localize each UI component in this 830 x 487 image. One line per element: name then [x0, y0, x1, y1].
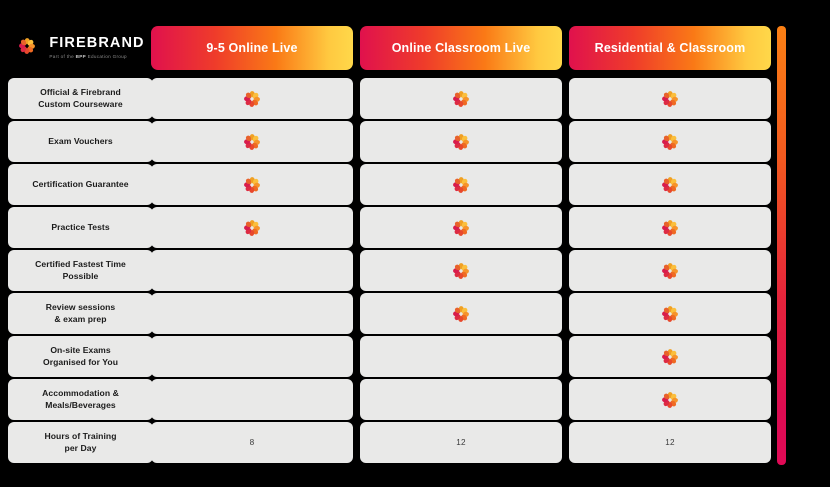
cell-row-official-firebrand-custom-courseware-col-9-5-online-live [151, 78, 353, 119]
cell-row-hours-of-training-per-day-col-9-5-online-live: 8 [151, 422, 353, 463]
firebrand-pinwheel-check-icon [659, 174, 681, 196]
cell-row-hours-of-training-per-day-col-residential-classroom: 12 [569, 422, 771, 463]
row-label-text: Exam Vouchers [48, 135, 113, 146]
firebrand-pinwheel-check-icon [241, 174, 263, 196]
cell-row-certified-fastest-time-possible-col-9-5-online-live [151, 250, 353, 291]
firebrand-pinwheel-check-icon [450, 217, 472, 239]
brand-tagline: Part of the BPP Education Group [49, 54, 127, 60]
column-header-1[interactable]: 9-5 Online Live [151, 26, 353, 70]
cell-row-hours-of-training-per-day-col-online-classroom-live: 12 [360, 422, 562, 463]
brand-logo: FIREBRAND Part of the BPP Education Grou… [8, 24, 153, 72]
accent-bar [777, 26, 786, 465]
firebrand-pinwheel-icon [16, 35, 42, 61]
column-header-3[interactable]: Residential & Classroom [569, 26, 771, 70]
firebrand-pinwheel-check-icon [450, 303, 472, 325]
cell-row-review-sessions-exam-prep-col-residential-classroom [569, 293, 771, 334]
firebrand-pinwheel-check-icon [659, 303, 681, 325]
tagline-suffix: Education Group [86, 54, 127, 60]
firebrand-pinwheel-check-icon [450, 88, 472, 110]
brand-name: FIREBRAND [49, 35, 145, 52]
cell-row-certified-fastest-time-possible-col-online-classroom-live [360, 250, 562, 291]
cell-row-certification-guarantee-col-residential-classroom [569, 164, 771, 205]
tagline-prefix: Part of the [49, 54, 76, 60]
tagline-bpp: BPP [75, 54, 87, 60]
firebrand-pinwheel-check-icon [659, 88, 681, 110]
cell-row-certified-fastest-time-possible-col-residential-classroom [569, 250, 771, 291]
cell-row-official-firebrand-custom-courseware-col-online-classroom-live [360, 78, 562, 119]
cell-row-certification-guarantee-col-online-classroom-live [360, 164, 562, 205]
row-label-text: Practice Tests [51, 221, 110, 232]
cell-row-certification-guarantee-col-9-5-online-live [151, 164, 353, 205]
cell-row-practice-tests-col-9-5-online-live [151, 207, 353, 248]
row-label-text: Certification Guarantee [32, 178, 129, 189]
cell-row-exam-vouchers-col-online-classroom-live [360, 121, 562, 162]
cell-row-official-firebrand-custom-courseware-col-residential-classroom [569, 78, 771, 119]
cell-value: 8 [249, 438, 255, 447]
row-label-text: Accommodation &Meals/Beverages [42, 388, 119, 410]
firebrand-pinwheel-check-icon [241, 88, 263, 110]
cell-row-on-site-exams-organised-for-you-col-residential-classroom [569, 336, 771, 377]
cell-row-on-site-exams-organised-for-you-col-online-classroom-live [360, 336, 562, 377]
column-header-3-label: Residential & Classroom [594, 41, 746, 55]
firebrand-pinwheel-check-icon [659, 260, 681, 282]
cell-row-accommodation-meals-beverages-col-residential-classroom [569, 379, 771, 420]
firebrand-pinwheel-check-icon [659, 131, 681, 153]
cell-row-accommodation-meals-beverages-col-9-5-online-live [151, 379, 353, 420]
cell-row-on-site-exams-organised-for-you-col-9-5-online-live [151, 336, 353, 377]
firebrand-pinwheel-check-icon [450, 174, 472, 196]
row-label-row-certification-guarantee: Certification Guarantee [8, 164, 153, 205]
row-label-row-practice-tests: Practice Tests [8, 207, 153, 248]
firebrand-pinwheel-check-icon [241, 131, 263, 153]
firebrand-pinwheel-check-icon [450, 260, 472, 282]
firebrand-pinwheel-check-icon [241, 217, 263, 239]
cell-row-accommodation-meals-beverages-col-online-classroom-live [360, 379, 562, 420]
row-label-row-exam-vouchers: Exam Vouchers [8, 121, 153, 162]
firebrand-pinwheel-check-icon [659, 389, 681, 411]
firebrand-pinwheel-check-icon [659, 217, 681, 239]
cell-row-review-sessions-exam-prep-col-9-5-online-live [151, 293, 353, 334]
cell-row-practice-tests-col-online-classroom-live [360, 207, 562, 248]
cell-row-review-sessions-exam-prep-col-online-classroom-live [360, 293, 562, 334]
cell-row-exam-vouchers-col-9-5-online-live [151, 121, 353, 162]
row-label-row-accommodation-meals-beverages: Accommodation &Meals/Beverages [8, 379, 153, 420]
cell-row-practice-tests-col-residential-classroom [569, 207, 771, 248]
cell-value: 12 [456, 438, 466, 447]
row-label-text: Review sessions& exam prep [45, 302, 116, 324]
cell-row-exam-vouchers-col-residential-classroom [569, 121, 771, 162]
firebrand-pinwheel-check-icon [659, 346, 681, 368]
firebrand-pinwheel-check-icon [450, 131, 472, 153]
column-header-2[interactable]: Online Classroom Live [360, 26, 562, 70]
column-header-1-label: 9-5 Online Live [206, 41, 298, 55]
cell-value: 12 [665, 438, 675, 447]
row-label-row-review-sessions-exam-prep: Review sessions& exam prep [8, 293, 153, 334]
column-header-2-label: Online Classroom Live [391, 41, 531, 55]
